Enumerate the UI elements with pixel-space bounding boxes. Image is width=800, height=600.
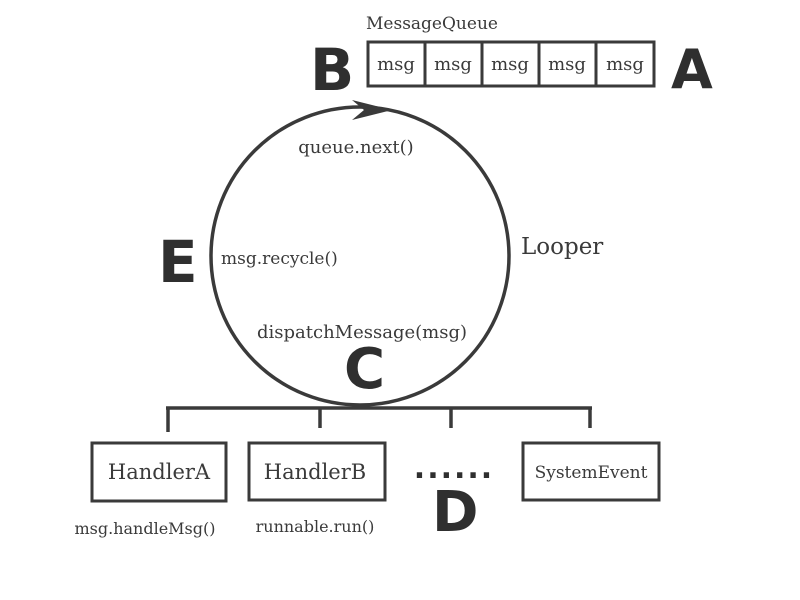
handler-a-label: HandlerA <box>108 460 211 484</box>
handler-b-call: runnable.run() <box>256 517 375 536</box>
handler-a-call: msg.handleMsg() <box>74 519 215 538</box>
letter-a: A <box>671 38 713 101</box>
looper-circle <box>209 105 511 407</box>
message-queue-title: MessageQueue <box>366 14 498 34</box>
letter-e: E <box>158 228 198 296</box>
handler-bracket <box>166 406 592 432</box>
queue-msg-1: msg <box>377 54 415 75</box>
loop-direction-arrow <box>352 100 392 120</box>
dispatch-message-label: dispatchMessage(msg) <box>257 322 467 343</box>
letter-b: B <box>310 36 354 104</box>
system-event-label: SystemEvent <box>535 463 648 483</box>
system-event-box <box>521 441 661 502</box>
letter-d: D <box>432 480 478 545</box>
letter-c: C <box>344 337 385 402</box>
message-queue-box <box>366 40 656 88</box>
message-queue-cells: msg msg msg msg msg <box>377 42 644 86</box>
queue-msg-3: msg <box>491 54 529 75</box>
queue-msg-5: msg <box>606 54 644 75</box>
queue-msg-4: msg <box>548 54 586 75</box>
handler-b-label: HandlerB <box>264 460 366 484</box>
queue-msg-2: msg <box>434 54 472 75</box>
msg-recycle-label: msg.recycle() <box>221 249 338 269</box>
handler-b-box <box>247 441 387 502</box>
handler-a-box <box>90 441 228 503</box>
queue-next-label: queue.next() <box>298 137 413 158</box>
looper-label: Looper <box>521 234 603 260</box>
more-handlers-ellipsis: ...... <box>414 451 494 486</box>
